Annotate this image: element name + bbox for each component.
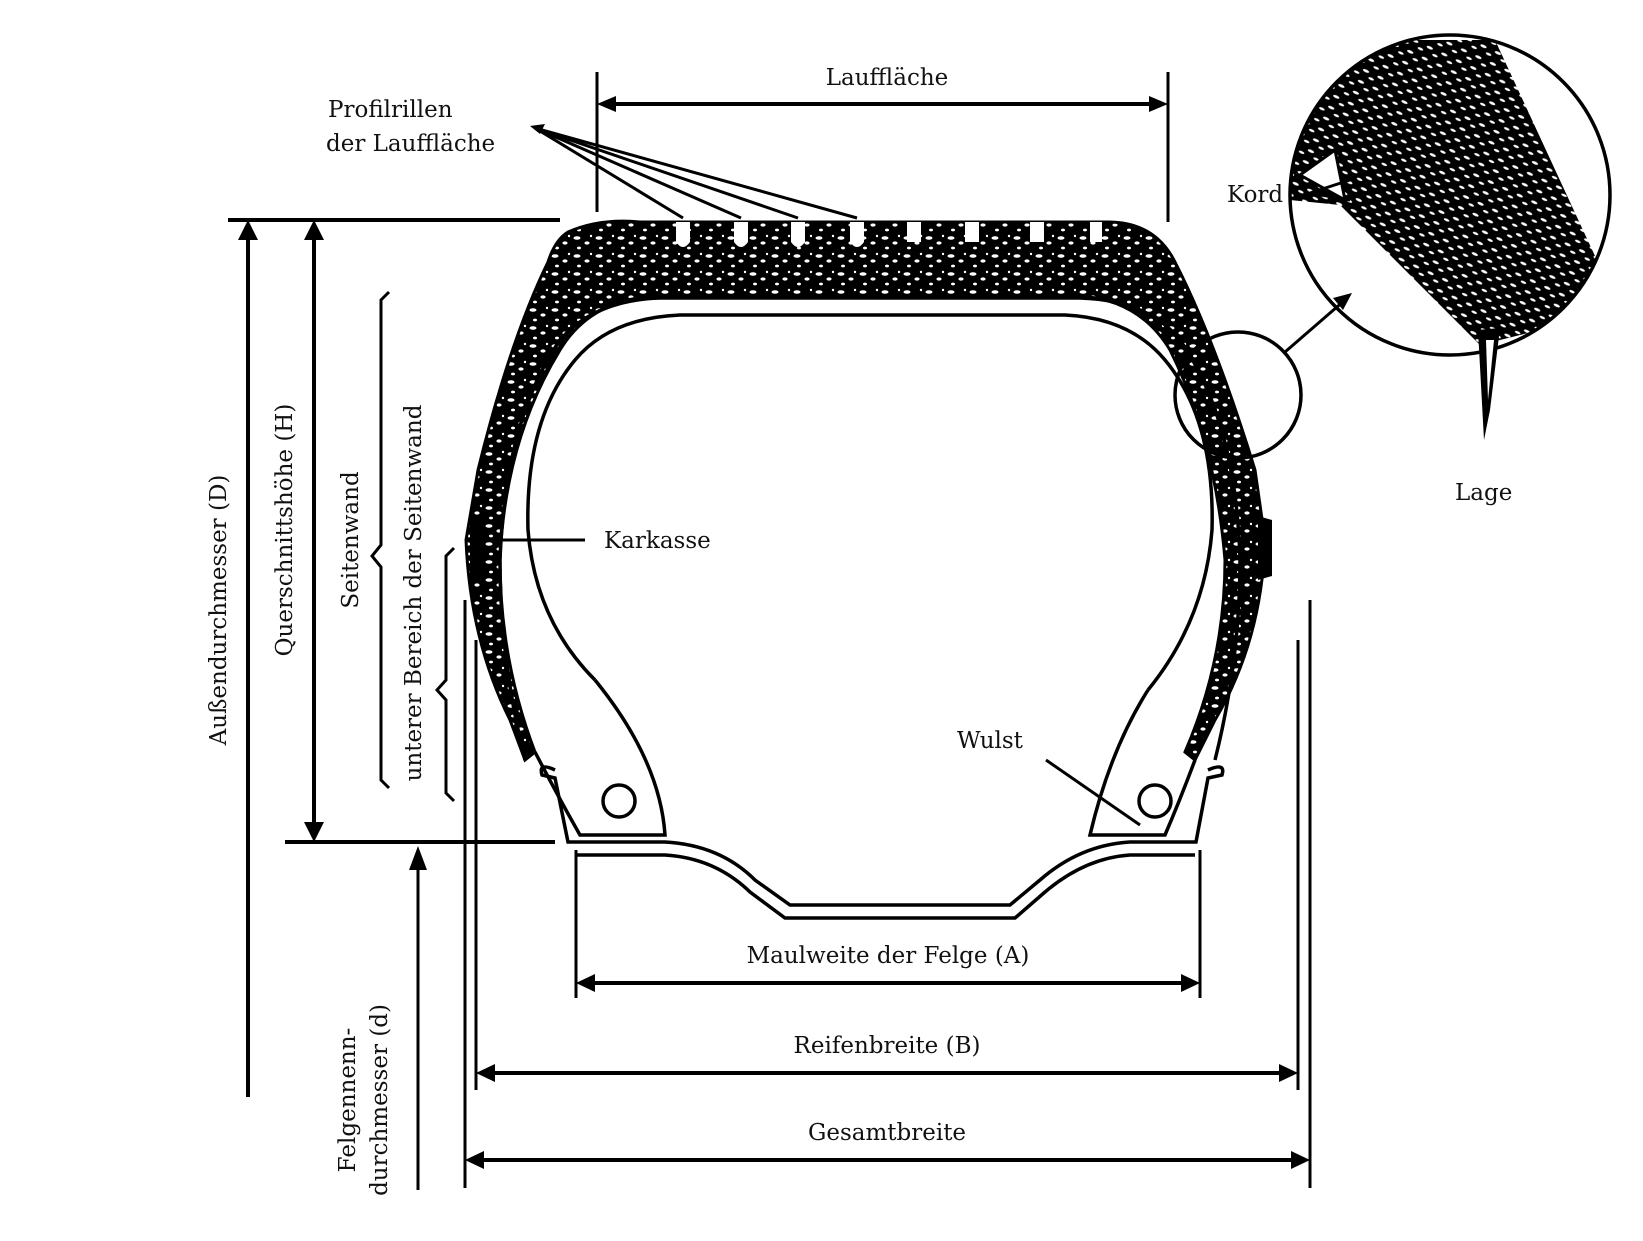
detail-magnified-circle xyxy=(1288,33,1612,357)
label-carcass: Karkasse xyxy=(604,528,711,554)
right-bead-region xyxy=(1087,689,1197,837)
inner-cavity-outline xyxy=(526,313,1214,692)
right-bead-core xyxy=(1137,783,1173,819)
sidewall-brace xyxy=(370,290,391,790)
cord-detail-magnifier: Kord Lage xyxy=(1173,33,1612,506)
left-bead-region xyxy=(533,678,667,837)
carcass-ply-line xyxy=(498,296,1242,761)
label-rim-diameter-1: Felgennenn- xyxy=(335,1028,361,1173)
label-lower-sidewall: unterer Bereich der Seitenwand xyxy=(401,404,427,781)
label-rim-diameter-2: durchmesser (d) xyxy=(367,1004,393,1196)
label-cord: Kord xyxy=(1227,182,1283,208)
left-bead-core xyxy=(601,783,637,819)
tread-groove-leaders: Profilrillen der Lauffläche xyxy=(326,97,858,220)
rim-inner-profile xyxy=(575,853,1195,920)
tread-grooves xyxy=(676,222,1102,247)
carcass-callout: Karkasse xyxy=(500,528,711,554)
rim xyxy=(539,765,1225,920)
rim-outer-profile xyxy=(539,765,1225,907)
tread-rubber xyxy=(464,219,1267,763)
label-section-height: Querschnittshöhe (H) xyxy=(272,404,298,657)
label-tread: Lauffläche xyxy=(826,65,949,91)
label-sidewall: Seitenwand xyxy=(338,471,364,609)
tire-body xyxy=(464,219,1272,837)
bead-callout: Wulst xyxy=(957,728,1141,827)
left-sidewall-bulge xyxy=(470,516,484,580)
detail-source-circle xyxy=(1173,330,1303,460)
vertical-dimensions: Außendurchmesser (D) Querschnittshöhe (H… xyxy=(206,218,560,1196)
label-overall-width: Gesamtbreite xyxy=(808,1120,966,1146)
horizontal-dimensions: Maulweite der Felge (A) Reifenbreite (B)… xyxy=(463,600,1312,1188)
label-rim-width: Maulweite der Felge (A) xyxy=(747,943,1030,969)
label-tread-grooves-1: Profilrillen xyxy=(328,97,453,123)
label-tire-width: Reifenbreite (B) xyxy=(794,1033,981,1059)
label-bead: Wulst xyxy=(957,728,1024,754)
right-sidewall-bulge xyxy=(1258,516,1272,580)
label-ply: Lage xyxy=(1455,480,1512,506)
lower-sidewall-brace xyxy=(434,546,456,803)
label-overall-diameter: Außendurchmesser (D) xyxy=(206,475,232,747)
tread-width-dimension: Lauffläche xyxy=(595,65,1170,222)
label-tread-grooves-2: der Lauffläche xyxy=(326,131,495,157)
